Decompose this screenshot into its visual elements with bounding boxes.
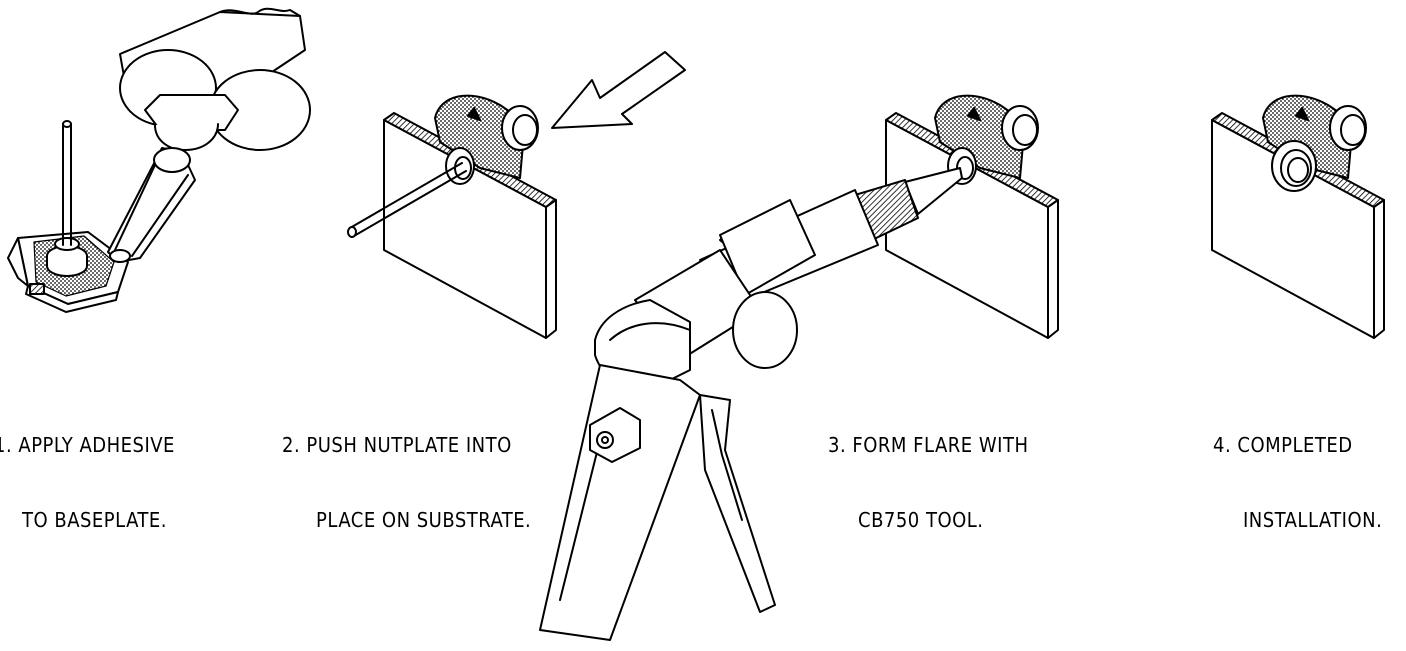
step1-line2: TO BASEPLATE. (22, 508, 167, 532)
step2-number: 2. (282, 433, 301, 457)
step4-illustration (1211, 94, 1385, 339)
step3-number: 3. (828, 433, 847, 457)
step4-number: 4. (1213, 433, 1232, 457)
step2-line2: PLACE ON SUBSTRATE. (316, 508, 532, 532)
step2-line1: PUSH NUTPLATE INTO (306, 433, 512, 457)
step4-line1: COMPLETED (1237, 433, 1353, 457)
step1-illustration (7, 7, 311, 313)
step1-number: 1. (0, 433, 13, 457)
step1-line1: APPLY ADHESIVE (18, 433, 175, 457)
step3-caption: 3. FORM FLARE WITH CB750 TOOL. (828, 383, 1028, 558)
step1-caption: 1. APPLY ADHESIVE TO BASEPLATE. (0, 383, 175, 558)
step3-illustration (539, 94, 1059, 641)
step2-illustration (347, 51, 686, 339)
step4-line2: INSTALLATION. (1243, 508, 1383, 532)
step3-line2: CB750 TOOL. (858, 508, 984, 532)
step4-caption: 4. COMPLETED INSTALLATION. (1213, 383, 1382, 558)
step3-line1: FORM FLARE WITH (852, 433, 1029, 457)
step2-caption: 2. PUSH NUTPLATE INTO PLACE ON SUBSTRATE… (282, 383, 531, 558)
